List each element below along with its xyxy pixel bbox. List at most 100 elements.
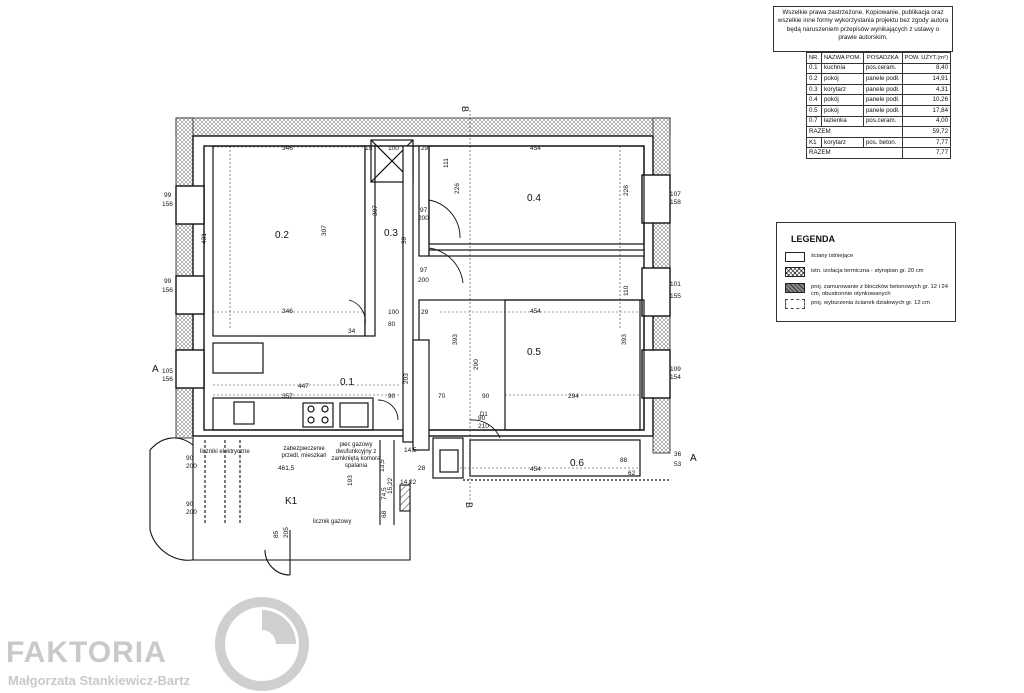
dimension-labels: 346 346 454 454 454 447 357 294 90 90 70… bbox=[162, 145, 682, 538]
block-wall-swatch-icon bbox=[785, 283, 805, 293]
dimension-label: 100 bbox=[388, 309, 399, 316]
dimension-label: 290 bbox=[473, 359, 480, 370]
table-cell: 0.3 bbox=[806, 83, 822, 96]
dimension-label: 307 bbox=[321, 225, 328, 236]
existing-wall-swatch-icon bbox=[785, 252, 805, 262]
dimension-label: 90 bbox=[186, 455, 194, 462]
dimension-label: 29 bbox=[421, 145, 429, 152]
dimension-label: 228 bbox=[623, 185, 630, 196]
table-cell: 7,77 bbox=[901, 136, 952, 149]
table-cell: pokój bbox=[820, 104, 864, 117]
legend: LEGENDA ściany istniejące istn. izolacja… bbox=[776, 222, 956, 322]
section-b-bottom: B bbox=[464, 502, 474, 508]
dimension-label: 111 bbox=[443, 158, 450, 168]
room-label-0-6: 0.6 bbox=[570, 458, 584, 469]
dimension-label: 28 bbox=[418, 465, 426, 472]
dimension-label: 90 bbox=[478, 415, 486, 422]
table-cell: 59,72 bbox=[901, 126, 952, 138]
table-cell: 8,40 bbox=[901, 62, 952, 75]
table-cell: 0.1 bbox=[806, 62, 822, 75]
dimension-label: 357 bbox=[282, 393, 293, 400]
brand-author: Małgorzata Stankiewicz-Bartz bbox=[8, 673, 191, 688]
dimension-label: 97 bbox=[420, 267, 428, 274]
dimension-label: 454 bbox=[530, 145, 541, 152]
legend-item: istn. izolacja termiczna - styropian gr.… bbox=[785, 267, 955, 281]
room-label-0-2: 0.2 bbox=[275, 230, 289, 241]
dimension-label: 447 bbox=[298, 383, 309, 390]
table-cell: panele podł. bbox=[862, 73, 903, 85]
legend-item: proj. zamurowanie z bloczków betonowych … bbox=[785, 283, 955, 297]
table-cell: 0.2 bbox=[806, 73, 822, 85]
section-marks: B B A A bbox=[152, 106, 697, 508]
legend-title: LEGENDA bbox=[791, 234, 836, 244]
dimension-label: 200 bbox=[186, 509, 197, 516]
dimension-label: 307 bbox=[372, 205, 379, 216]
dimension-label: 226 bbox=[454, 183, 461, 194]
room-label-0-5: 0.5 bbox=[527, 347, 541, 358]
table-cell: panele podł. bbox=[862, 83, 903, 96]
dimension-label: 99 bbox=[164, 192, 172, 199]
room-label-0-4: 0.4 bbox=[527, 193, 541, 204]
dimension-label: 294 bbox=[568, 393, 579, 400]
dimension-label: 393 bbox=[621, 334, 628, 345]
table-cell: korytarz bbox=[820, 83, 864, 96]
table-cell: pos.ceram. bbox=[862, 62, 903, 75]
table-cell: RAZEM bbox=[806, 147, 903, 159]
table-cell: 4,00 bbox=[901, 115, 952, 128]
table-cell: 7,77 bbox=[901, 147, 952, 159]
room-label-0-1: 0.1 bbox=[340, 377, 354, 388]
dimension-label: 85 bbox=[273, 530, 280, 538]
annotation-d1: D1 bbox=[480, 412, 488, 418]
dimension-label: 90 bbox=[482, 393, 490, 400]
dimension-label: 29 bbox=[421, 309, 429, 316]
dimension-label: 205 bbox=[283, 527, 290, 538]
table-cell: 14,91 bbox=[901, 73, 952, 85]
section-b-top: B bbox=[460, 106, 470, 112]
dimension-label: 74,5 bbox=[381, 487, 388, 500]
dimension-label: 15 bbox=[365, 145, 373, 152]
dimension-label: 158 bbox=[670, 199, 681, 206]
dimension-label: 200 bbox=[418, 215, 429, 222]
dimension-label: 53 bbox=[674, 461, 682, 468]
section-a-right: A bbox=[690, 453, 697, 464]
dimension-lines bbox=[213, 110, 640, 500]
table-cell: pos.ceram. bbox=[862, 115, 903, 128]
section-a-left: A bbox=[152, 364, 159, 375]
dimension-label: 156 bbox=[162, 287, 173, 294]
dimension-label: 461,5 bbox=[278, 465, 295, 472]
dimension-label: 193 bbox=[347, 475, 354, 486]
table-cell: pokój bbox=[820, 94, 864, 106]
dimension-label: 393 bbox=[452, 334, 459, 345]
dimension-label: 156 bbox=[162, 376, 173, 383]
annotation-licznik-gazowy: licznik gazowy bbox=[313, 519, 351, 525]
legend-item: ściany istniejące bbox=[785, 252, 955, 266]
table-cell: korytarz bbox=[820, 136, 864, 149]
table-cell: 0.4 bbox=[806, 94, 822, 106]
dimension-label: 80 bbox=[388, 321, 396, 328]
dimension-label: 88 bbox=[620, 457, 628, 464]
dimension-label: 454 bbox=[530, 308, 541, 315]
dimension-label: 431 bbox=[201, 233, 208, 244]
table-cell: K1 bbox=[806, 136, 822, 149]
table-cell: 0.5 bbox=[806, 104, 822, 117]
dimension-label: 62 bbox=[628, 470, 636, 477]
table-cell: pos. beton. bbox=[862, 136, 903, 149]
demolition-swatch-icon bbox=[785, 299, 805, 309]
dimension-label: 100 bbox=[388, 145, 399, 152]
dimension-label: 105 bbox=[162, 368, 173, 375]
legend-label: proj. zamurowanie z bloczków betonowych … bbox=[811, 284, 948, 297]
k1-corridor bbox=[149, 437, 411, 576]
dimension-label: 155 bbox=[670, 293, 681, 300]
dimension-label: 13,5 bbox=[379, 459, 386, 472]
room-label-0-3: 0.3 bbox=[384, 228, 398, 239]
annotation-piec: piec gazowy dwufunkcyjny z zamkniętą kom… bbox=[331, 442, 380, 469]
